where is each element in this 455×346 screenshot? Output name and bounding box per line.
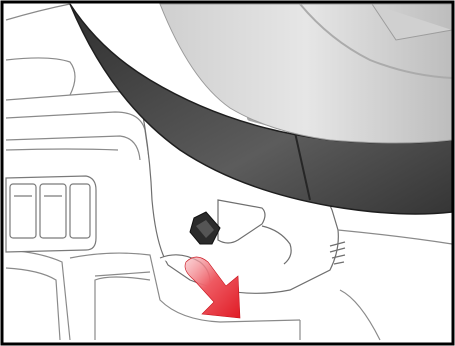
switch-panel: [6, 176, 96, 252]
